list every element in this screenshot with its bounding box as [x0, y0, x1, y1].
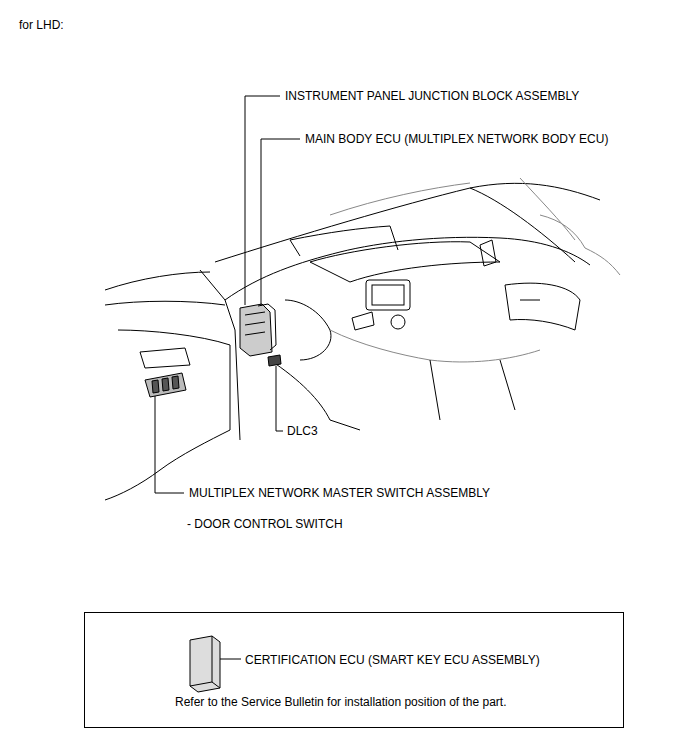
a-pillar	[200, 270, 240, 440]
glovebox	[505, 283, 580, 330]
ecu-icon	[190, 636, 220, 688]
leader-line	[261, 139, 300, 306]
junction-block	[245, 312, 265, 335]
air-vent	[480, 240, 496, 266]
control-knob	[352, 312, 374, 330]
lower-dash	[270, 360, 360, 430]
leader-line	[276, 366, 283, 431]
meter-hood	[290, 226, 398, 256]
part-label: INSTRUMENT PANEL JUNCTION BLOCK ASSEMBLY	[284, 89, 580, 103]
junction-block	[240, 304, 272, 356]
windshield-line	[330, 183, 470, 215]
master-switch	[152, 376, 179, 393]
dashboard-line	[225, 237, 590, 300]
ecu-icon	[190, 636, 220, 692]
pillar-line	[520, 178, 575, 240]
note-text: Refer to the Service Bulletin for instal…	[174, 695, 508, 709]
part-label: MULTIPLEX NETWORK MASTER SWITCH ASSEMBLY	[188, 486, 491, 500]
display-screen	[372, 285, 404, 305]
door-line	[540, 215, 620, 275]
steering-column	[285, 300, 331, 360]
part-label: MAIN BODY ECU (MULTIPLEX NETWORK BODY EC…	[304, 132, 609, 146]
part-label: DLC3	[286, 424, 319, 438]
pillar-line	[470, 188, 575, 262]
door-handle	[140, 348, 190, 368]
part-label: CERTIFICATION ECU (SMART KEY ECU ASSEMBL…	[244, 653, 541, 667]
leader-line	[245, 96, 280, 305]
glovebox-handle	[520, 300, 540, 301]
lower-dash	[330, 330, 540, 362]
part-label: - DOOR CONTROL SWITCH	[186, 517, 344, 531]
center-panel	[310, 242, 500, 282]
control-knob	[391, 315, 405, 329]
console	[430, 360, 515, 420]
door-line	[105, 272, 210, 290]
display-screen	[366, 280, 410, 310]
note-box: CERTIFICATION ECU (SMART KEY ECU ASSEMBL…	[84, 612, 624, 728]
body-ecu	[258, 304, 276, 350]
door-line	[105, 301, 225, 305]
dlc3-connector	[268, 355, 281, 366]
heading-note: for LHD:	[18, 18, 65, 32]
master-switch	[145, 373, 186, 397]
leader-line	[220, 659, 241, 660]
windshield-line	[215, 183, 600, 262]
leader-line	[155, 396, 184, 493]
door-panel	[105, 330, 230, 500]
